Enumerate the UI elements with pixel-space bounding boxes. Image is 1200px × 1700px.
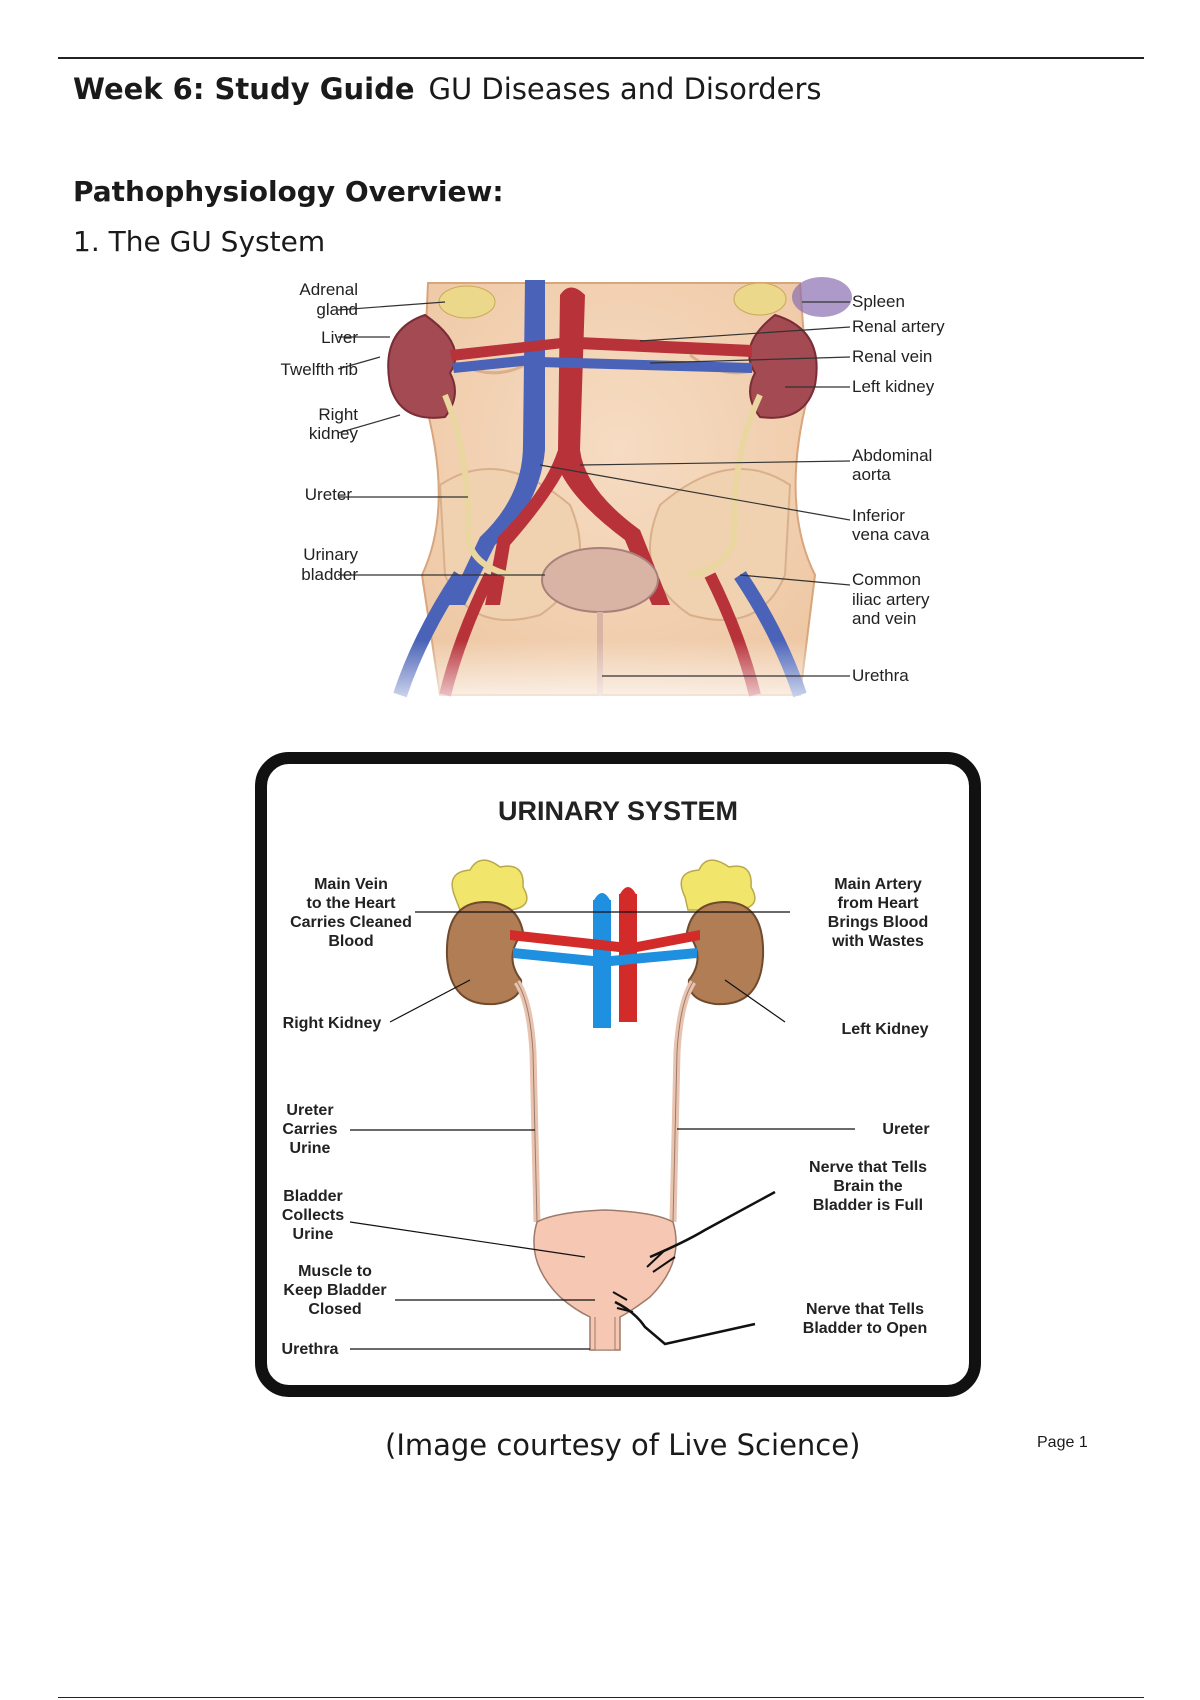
label-muscle: Muscle to — [298, 1263, 372, 1280]
label-main-vein: to the Heart — [307, 895, 397, 912]
label-common-iliac: iliac artery — [852, 590, 930, 609]
label-ureter-carries-urine: Ureter — [286, 1102, 333, 1119]
label-renal-artery: Renal artery — [852, 317, 945, 336]
adrenal-gland-shape — [451, 859, 528, 911]
top-rule — [58, 57, 1144, 59]
label-main-artery: with Wastes — [831, 933, 924, 950]
label-nerve-bladder-full: Brain the — [833, 1178, 902, 1195]
label-ureter-right: Ureter — [882, 1121, 929, 1138]
right-kidney-shape — [445, 900, 525, 1006]
renal-artery-shape — [637, 930, 700, 952]
image-caption: (Image courtesy of Live Science) — [385, 1428, 861, 1462]
label-inferior-vena-cava: Inferior — [852, 506, 905, 525]
label-main-artery: from Heart — [838, 895, 920, 912]
label-inferior-vena-cava: vena cava — [852, 525, 930, 544]
label-urinary-bladder: bladder — [301, 565, 358, 584]
label-left-kidney: Left Kidney — [841, 1021, 928, 1038]
diagram-title: URINARY SYSTEM — [498, 796, 738, 826]
label-nerve-bladder-open: Bladder to Open — [803, 1320, 927, 1337]
label-spleen: Spleen — [852, 292, 905, 311]
label-abdominal-aorta: aorta — [852, 465, 891, 484]
label-ureter-carries-urine: Carries — [282, 1121, 337, 1138]
label-adrenal-gland: Adrenal — [299, 280, 358, 299]
label-main-artery: Brings Blood — [828, 914, 928, 931]
label-nerve-bladder-open: Nerve that Tells — [806, 1301, 924, 1318]
nerve-shape — [612, 1291, 634, 1313]
label-urinary-bladder: Urinary — [303, 545, 358, 564]
urethra-shape — [594, 1317, 616, 1351]
bladder-shape — [533, 1209, 677, 1351]
label-bladder: Urine — [293, 1226, 334, 1243]
label-right-kidney: Right Kidney — [283, 1015, 382, 1032]
bottom-rule — [58, 1697, 1144, 1698]
label-bladder: Collects — [282, 1207, 344, 1224]
nerve-shape — [614, 1300, 756, 1346]
label-right-kidney: kidney — [309, 424, 359, 443]
ureter-shape — [516, 981, 538, 1223]
label-main-vein: Main Vein — [314, 876, 388, 893]
nerve-shape — [646, 1249, 676, 1273]
list-item-gu-system: 1. The GU System — [73, 225, 326, 258]
label-muscle: Closed — [308, 1301, 361, 1318]
main-vein-shape — [593, 900, 611, 1028]
label-right-kidney: Right — [318, 405, 358, 424]
label-liver: Liver — [321, 328, 358, 347]
label-adrenal-gland: gland — [316, 300, 358, 319]
renal-vein-shape — [611, 948, 697, 966]
label-urethra: Urethra — [282, 1341, 339, 1358]
gu-anatomy-figure: Adrenal gland Liver Twelfth rib Right ki… — [240, 275, 990, 720]
label-renal-vein: Renal vein — [852, 347, 932, 366]
label-common-iliac: and vein — [852, 609, 916, 628]
label-nerve-bladder-full: Bladder is Full — [813, 1197, 923, 1214]
label-abdominal-aorta: Abdominal — [852, 446, 932, 465]
urinary-system-diagram: URINARY SYSTEM Main Vein to the Heart Ca… — [255, 752, 981, 1397]
section-title: Pathophysiology Overview: — [73, 175, 504, 208]
page-header: Week 6: Study Guide GU Diseases and Disor… — [73, 72, 822, 106]
label-twelfth-rib: Twelfth rib — [281, 360, 358, 379]
label-bladder: Bladder — [283, 1188, 343, 1205]
label-urethra: Urethra — [852, 666, 909, 685]
nerve-shape — [649, 1190, 776, 1259]
renal-artery-shape — [510, 930, 619, 952]
label-nerve-bladder-full: Nerve that Tells — [809, 1159, 927, 1176]
label-main-artery: Main Artery — [834, 876, 922, 893]
label-common-iliac: Common — [852, 570, 921, 589]
renal-vein-shape — [513, 948, 593, 966]
left-kidney-shape — [685, 900, 765, 1006]
label-main-vein: Blood — [328, 933, 373, 950]
label-left-kidney: Left kidney — [852, 377, 935, 396]
label-ureter: Ureter — [305, 485, 353, 504]
label-main-vein: Carries Cleaned — [290, 914, 412, 931]
page-number: Page 1 — [1037, 1434, 1088, 1451]
adrenal-gland-shape — [680, 859, 756, 911]
label-ureter-carries-urine: Urine — [290, 1140, 331, 1157]
ureter-shape — [672, 981, 694, 1223]
header-title: Week 6: Study Guide — [73, 72, 415, 106]
label-muscle: Keep Bladder — [283, 1282, 386, 1299]
header-subtitle: GU Diseases and Disorders — [428, 72, 822, 106]
